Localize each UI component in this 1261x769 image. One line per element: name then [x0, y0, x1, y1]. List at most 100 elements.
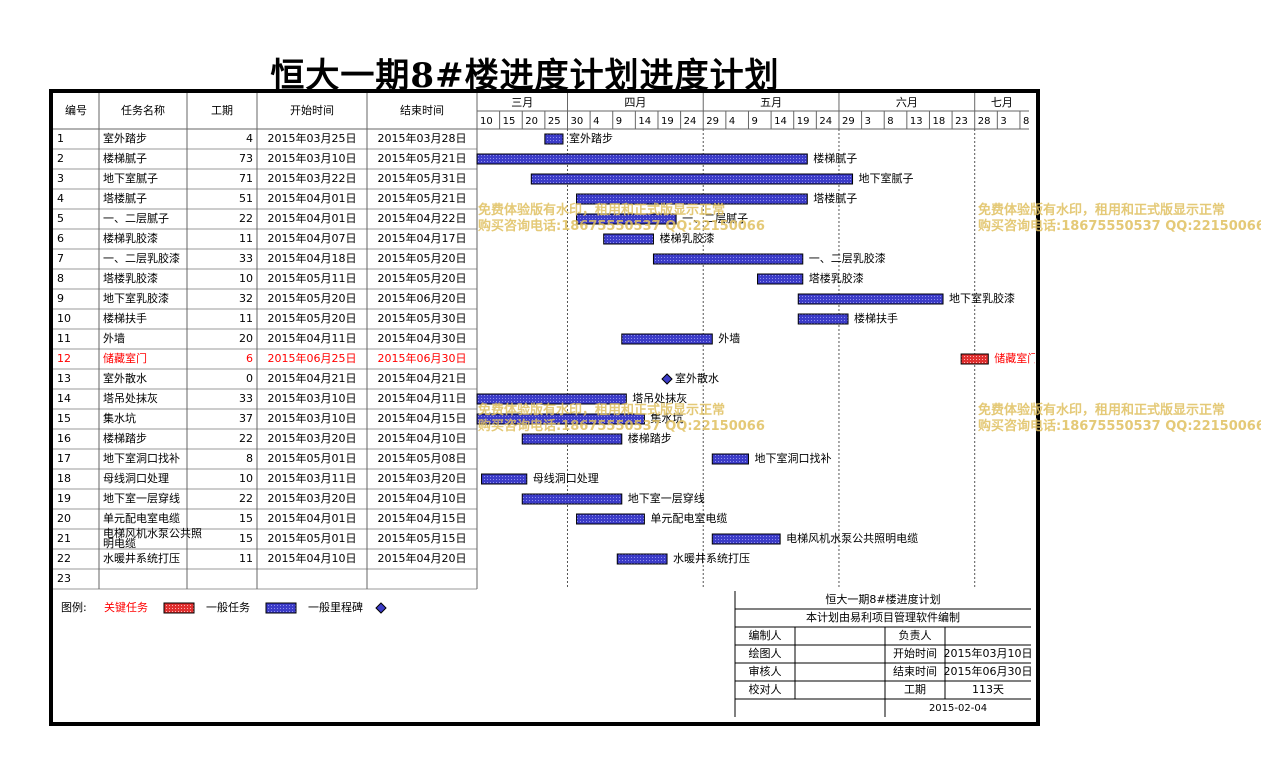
task-id: 8 [57, 272, 64, 285]
task-end: 2015年04月11日 [378, 391, 467, 405]
task-start: 2015年03月25日 [268, 131, 357, 145]
tick-label: 9 [751, 116, 757, 127]
task-name: 母线洞口处理 [103, 471, 169, 485]
bar-label: 楼梯踏步 [628, 431, 672, 445]
info-cell: 校对人 [749, 682, 782, 696]
task-id: 22 [57, 552, 71, 565]
task-duration: 22 [239, 212, 253, 225]
task-id: 13 [57, 372, 71, 385]
task-duration: 11 [239, 552, 253, 565]
tick-label: 29 [842, 116, 855, 127]
gantt-bar [960, 353, 989, 365]
info-cell: 工期 [904, 683, 926, 696]
task-name: 单元配电室电缆 [103, 511, 180, 525]
info-box-subtitle: 本计划由易利项目管理软件编制 [806, 610, 960, 624]
task-start: 2015年05月20日 [268, 291, 357, 305]
gantt-bar [652, 253, 804, 265]
tick-label: 4 [593, 116, 599, 127]
watermark-line1: 免费体验版有水印，租用和正式版显示正常 [978, 403, 1226, 418]
tick-label: 4 [729, 116, 735, 127]
task-id: 14 [57, 392, 71, 405]
task-end: 2015年06月20日 [378, 291, 467, 305]
task-end: 2015年05月30日 [378, 311, 467, 325]
bar-label: 楼梯腻子 [813, 151, 857, 165]
task-end: 2015年04月15日 [378, 411, 467, 425]
legend-normal-swatch [265, 602, 297, 614]
task-id: 1 [57, 132, 64, 145]
bar-label: 塔楼腻子 [813, 191, 857, 205]
gantt-bar [797, 293, 944, 305]
task-start: 2015年05月11日 [268, 271, 357, 285]
task-end: 2015年05月20日 [378, 271, 467, 285]
task-name: 集水坑 [103, 411, 136, 425]
gantt-bar [621, 333, 713, 345]
task-id: 12 [57, 352, 71, 365]
watermark-line1: 免费体验版有水印，租用和正式版显示正常 [478, 403, 726, 418]
info-cell: 编制人 [749, 628, 782, 642]
tick-label: 18 [932, 116, 945, 127]
info-cell: 开始时间 [893, 646, 937, 660]
chart-frame [49, 89, 1040, 726]
watermark-line2: 购买咨询电话:18675550537 QQ:22150066 [978, 419, 1261, 434]
task-duration: 73 [239, 152, 253, 165]
legend-milestone-label: 一般里程碑 [308, 601, 363, 614]
gantt-bar [476, 393, 627, 405]
info-cell: 2015年06月30日 [944, 664, 1033, 678]
task-duration: 32 [239, 292, 253, 305]
task-start: 2015年04月10日 [268, 551, 357, 565]
tick-label: 19 [797, 116, 810, 127]
tick-label: 3 [865, 116, 871, 127]
tick-label: 29 [706, 116, 719, 127]
header-start: 开始时间 [290, 103, 334, 117]
tick-label: 23 [955, 116, 968, 127]
task-end: 2015年04月20日 [378, 551, 467, 565]
task-name: 一、二层腻子 [103, 212, 169, 225]
task-id: 23 [57, 572, 71, 585]
header-end: 结束时间 [400, 104, 444, 117]
task-end: 2015年04月17日 [378, 231, 467, 245]
task-start: 2015年04月21日 [268, 371, 357, 385]
task-id: 6 [57, 232, 64, 245]
tick-label: 14 [638, 116, 651, 127]
tick-label: 25 [548, 116, 561, 127]
tick-label: 3 [1000, 116, 1006, 127]
task-start: 2015年04月01日 [268, 511, 357, 525]
gantt-bar [576, 213, 677, 225]
task-name: 储藏室门 [103, 351, 147, 365]
task-name: 楼梯踏步 [103, 431, 147, 445]
info-cell: 绘图人 [749, 646, 782, 660]
watermark-line1: 免费体验版有水印，租用和正式版显示正常 [978, 203, 1226, 218]
task-name: 楼梯乳胶漆 [103, 231, 158, 245]
tick-label: 15 [503, 116, 516, 127]
bar-label: 一、二层乳胶漆 [809, 251, 886, 265]
watermark-line2: 购买咨询电话:18675550537 QQ:22150066 [978, 219, 1261, 234]
task-name: 塔吊处抹灰 [103, 391, 158, 405]
gantt-bar [757, 273, 804, 285]
task-name: 地下室一层穿线 [103, 491, 180, 505]
task-start: 2015年06月25日 [268, 351, 357, 365]
watermark: 免费体验版有水印，租用和正式版显示正常 购买咨询电话:18675550537 Q… [478, 403, 765, 435]
task-name: 塔楼腻子 [103, 191, 147, 205]
task-id: 9 [57, 292, 64, 305]
task-name: 室外散水 [103, 371, 147, 385]
month-label: 三月 [511, 96, 533, 109]
task-id: 16 [57, 432, 71, 445]
task-id: 3 [57, 172, 64, 185]
bar-label: 地下室洞口找补 [754, 451, 831, 465]
task-duration: 22 [239, 432, 253, 445]
tick-label: 8 [887, 116, 893, 127]
bar-label: 母线洞口处理 [533, 471, 599, 485]
tick-label: 28 [978, 116, 991, 127]
tick-label: 8 [1023, 116, 1029, 127]
info-box-title: 恒大一期8#楼进度计划 [825, 592, 940, 606]
watermark: 免费体验版有水印，租用和正式版显示正常 购买咨询电话:18675550537 Q… [978, 203, 1261, 235]
bar-label: 电梯风机水泵公共照明电缆 [786, 531, 918, 545]
task-start: 2015年05月01日 [268, 531, 357, 545]
bar-label: 室外踏步 [569, 131, 613, 145]
task-duration: 33 [239, 392, 253, 405]
tick-label: 30 [570, 116, 583, 127]
watermark: 免费体验版有水印，租用和正式版显示正常 购买咨询电话:18675550537 Q… [978, 403, 1261, 435]
task-end: 2015年05月08日 [378, 451, 467, 465]
info-cell: 113天 [972, 683, 1004, 696]
task-id: 17 [57, 452, 71, 465]
